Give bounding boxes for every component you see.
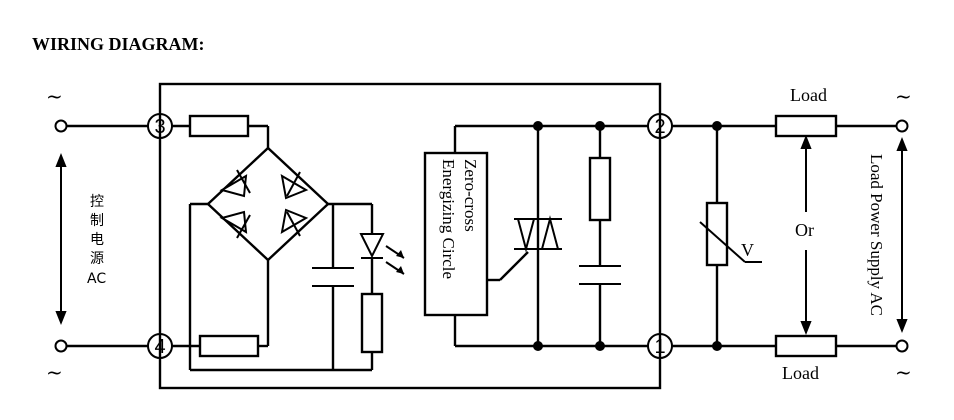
input-resistor-bottom <box>198 334 260 358</box>
terminal-1-number: 1 <box>654 336 665 358</box>
terminal-4-number: 4 <box>154 336 165 358</box>
load-top <box>774 114 838 138</box>
diagram-title: WIRING DIAGRAM: <box>32 34 205 54</box>
load-side: V Load Load Or ~ ~ Load Power Supply AC <box>672 84 912 384</box>
terminal-1: 1 <box>647 333 673 359</box>
bridge-rectifier <box>206 146 330 262</box>
bridge-diode-3 <box>219 210 251 239</box>
input-circuit <box>172 114 405 372</box>
led-resistor <box>360 292 384 354</box>
bridge-diode-4 <box>280 208 309 237</box>
triac <box>514 215 562 253</box>
terminal-3-number: 3 <box>154 116 165 138</box>
zero-cross-module: Zero-cross Energizing Circle <box>423 126 489 346</box>
bridge-diode-2 <box>280 171 309 200</box>
load-label-bottom: Load <box>782 363 819 383</box>
input-tilde-bottom: ~ <box>46 360 63 384</box>
control-label-char-3: 电 <box>90 232 104 248</box>
control-label-char-2: 制 <box>90 213 104 229</box>
output-terminal-top <box>895 119 909 133</box>
bridge-diode-1 <box>219 169 251 198</box>
varistor <box>705 201 729 267</box>
load-supply-label: Load Power Supply AC <box>867 154 886 316</box>
control-label-char-4: 源 <box>90 251 104 267</box>
varistor-slash <box>699 221 746 263</box>
zero-cross-line2: Energizing Circle <box>439 159 458 279</box>
output-tilde-bottom: ~ <box>895 360 912 384</box>
output-tilde-top: ~ <box>895 84 912 108</box>
input-terminal-bottom <box>54 339 68 353</box>
control-label-char-1: 控 <box>90 194 104 210</box>
output-switching <box>455 121 648 351</box>
input-resistor-top <box>188 114 250 138</box>
or-label: Or <box>795 220 814 240</box>
input-terminal-top <box>54 119 68 133</box>
control-input: ~ ~ 控 制 电 源 AC <box>46 84 148 384</box>
terminal-4: 4 <box>147 333 173 359</box>
optocoupler-led <box>359 233 385 259</box>
zero-cross-line1: Zero-cross <box>461 159 480 232</box>
terminal-2-number: 2 <box>654 116 665 138</box>
varistor-label: V <box>741 240 754 260</box>
control-ac-label: AC <box>87 271 106 287</box>
relay-housing <box>158 82 662 390</box>
load-label-top: Load <box>790 85 827 105</box>
input-tilde-top: ~ <box>46 84 63 108</box>
output-terminal-bottom <box>895 339 909 353</box>
snubber-resistor <box>588 156 612 222</box>
terminal-2: 2 <box>647 113 673 139</box>
terminal-3: 3 <box>147 113 173 139</box>
load-bottom <box>774 334 838 358</box>
